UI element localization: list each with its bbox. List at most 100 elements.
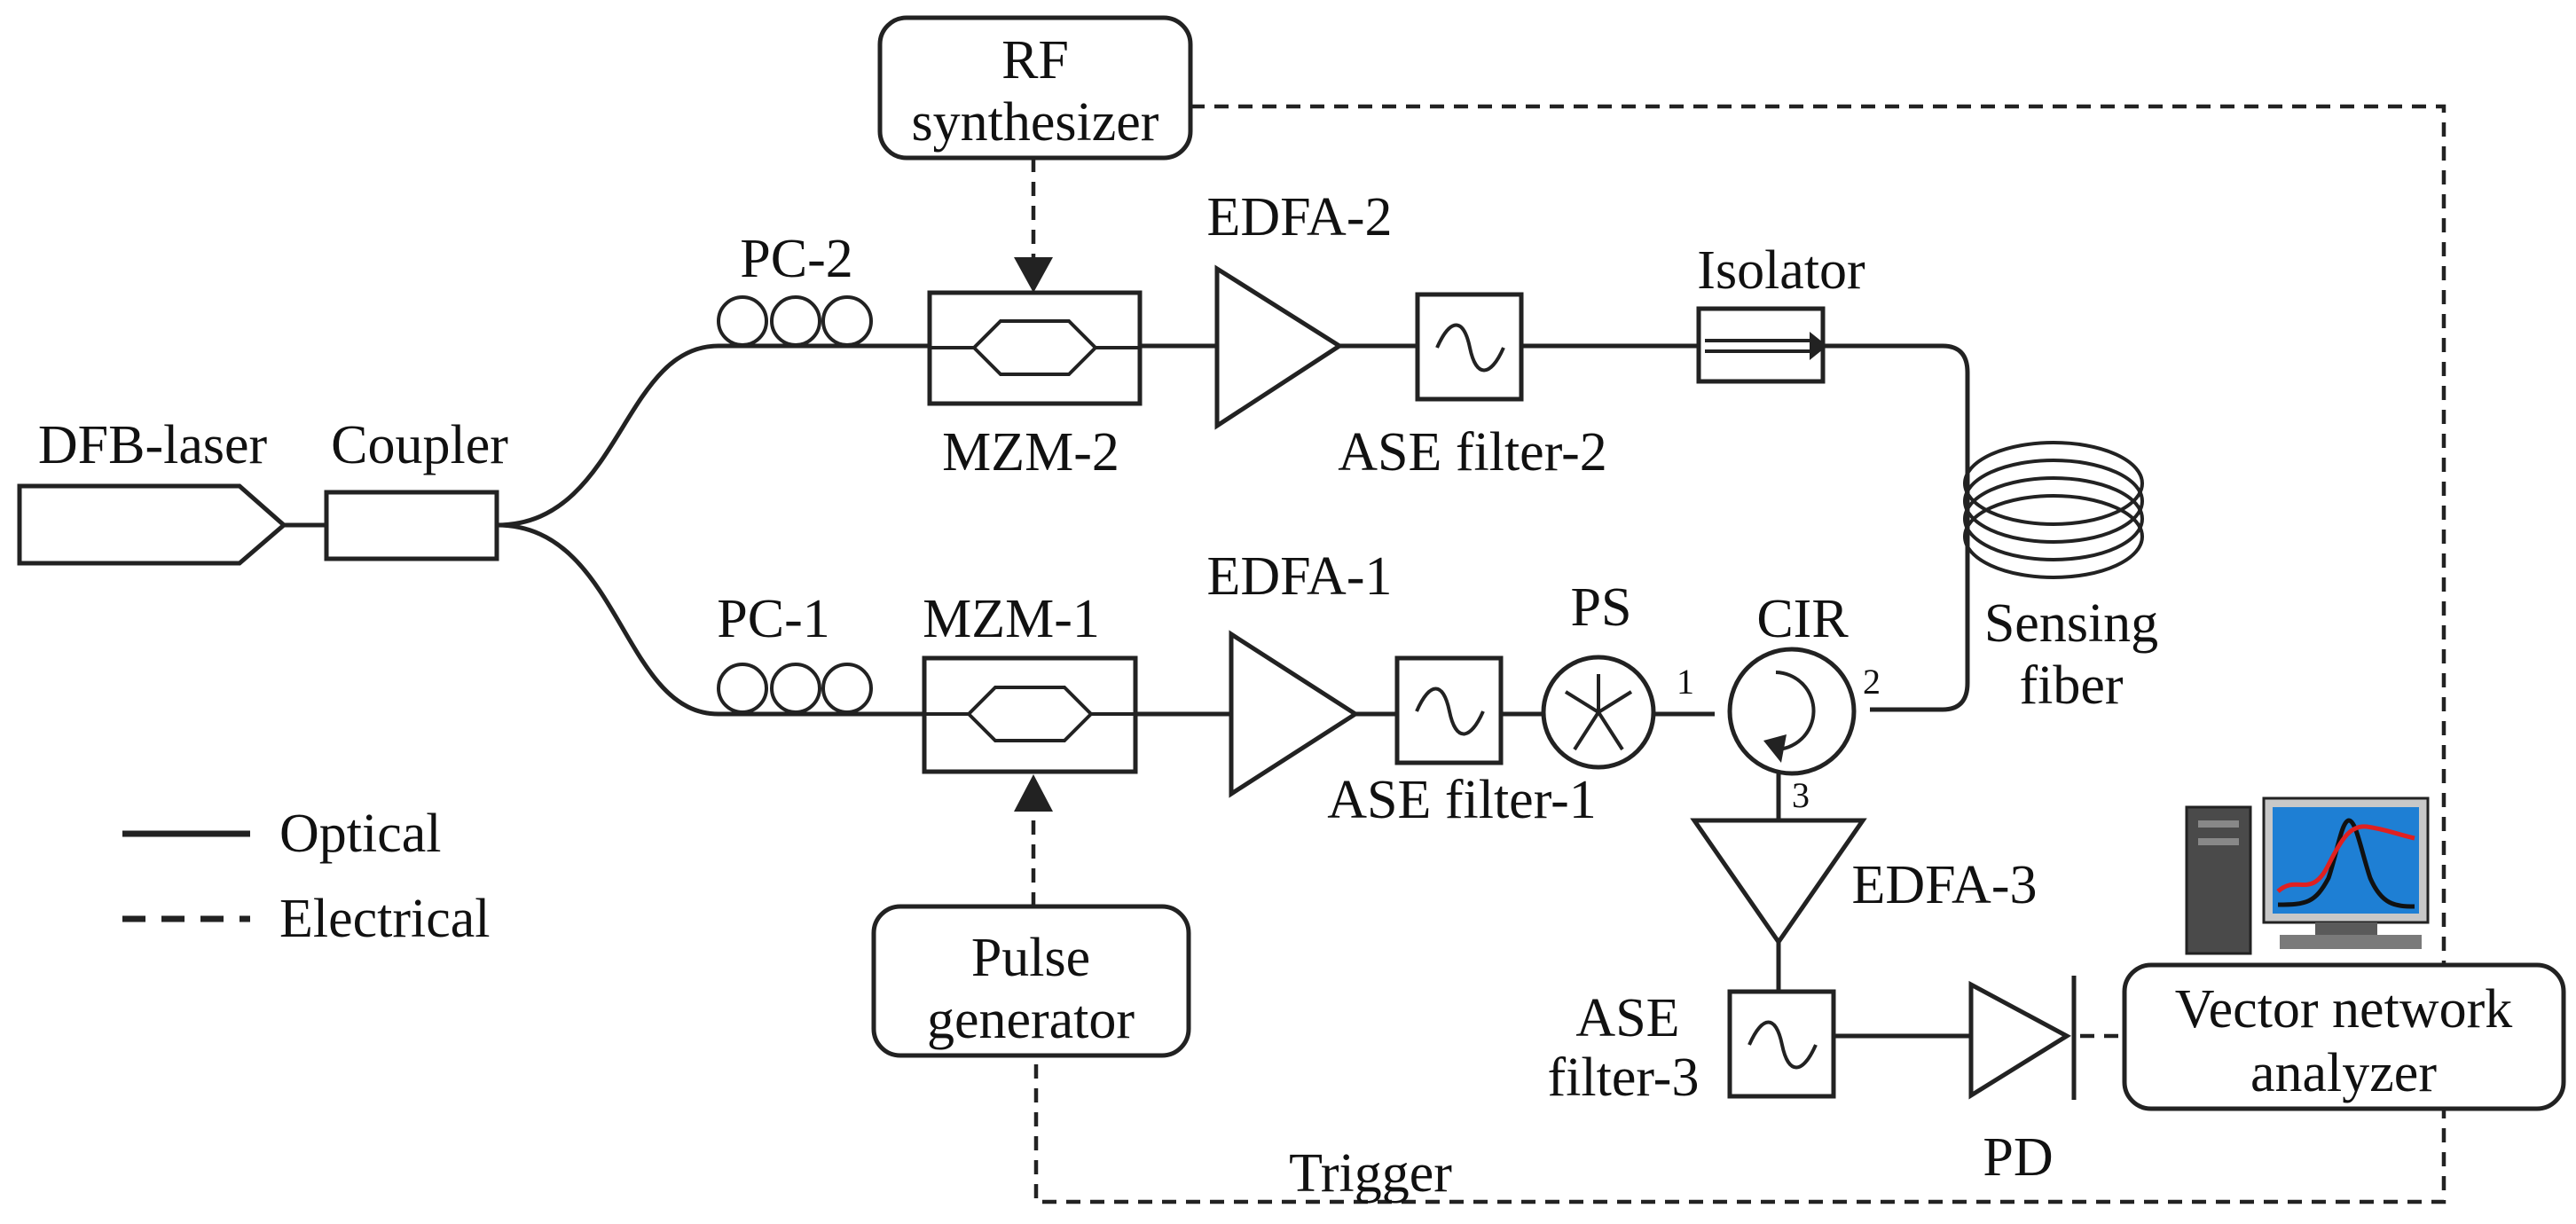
edfa2-amplifier-triangle [1214, 264, 1344, 430]
pulse-to-mzm1-arrowhead [1014, 774, 1053, 812]
ps-label: PS [1571, 577, 1632, 638]
monitor-curve-black-icon [2277, 818, 2415, 909]
electrical-connections [1014, 104, 2446, 1204]
edfa2: EDFA-2 [1207, 187, 1393, 430]
monitor-curve-red-icon [2276, 824, 2415, 893]
coupler: Coupler [324, 415, 508, 561]
ase-filter-2-wave-icon [1435, 323, 1505, 373]
vna-box [2122, 962, 2566, 1111]
vna-label-line1: Vector network [2175, 979, 2512, 1040]
monitor-stand-icon [2315, 922, 2377, 935]
legend-electrical-label: Electrical [279, 889, 491, 949]
sensing-fiber-coil-1 [1963, 441, 2144, 526]
ase-filter-3: ASE filter-3 [1548, 988, 1836, 1108]
vector-network-analyzer: Vector network analyzer [2122, 962, 2566, 1111]
circulator-label: CIR [1756, 589, 1849, 649]
computer-tower-slot-2 [2198, 838, 2239, 845]
edfa3-label: EDFA-3 [1852, 855, 2038, 915]
edfa1-label: EDFA-1 [1207, 546, 1393, 607]
pc2-loop-2 [770, 295, 821, 347]
rf-to-mzm2-arrowhead [1014, 257, 1053, 293]
upper-arm-isolator-to-fiber [1823, 343, 1970, 712]
pc2-loop-1 [717, 295, 768, 347]
circulator-port-1: 1 [1677, 662, 1694, 702]
isolator-arrow-shaft [1705, 339, 1810, 353]
rf-to-vna-line [1033, 104, 2446, 1204]
pc1-loop-2 [770, 663, 821, 714]
ase-filter-1: ASE filter-1 [1327, 655, 1597, 830]
pc1-loop-1 [717, 663, 768, 714]
pc1: PC-1 [717, 589, 873, 714]
mzm1-label: MZM-1 [923, 589, 1100, 649]
edfa1: EDFA-1 [1207, 546, 1393, 798]
circulator: CIR 1 2 3 [1677, 589, 1881, 815]
edfa1-amplifier-triangle [1229, 630, 1360, 798]
ase-filter-2: ASE filter-2 [1338, 292, 1607, 483]
computer-tower-slot [2198, 820, 2239, 828]
pd-label: PD [1983, 1127, 2053, 1188]
polarization-scrambler: PS [1541, 577, 1656, 770]
rf-synthesizer: RF synthesizer [877, 15, 1193, 161]
photodetector: PD [1968, 976, 2077, 1188]
pulse-generator-box [871, 904, 1191, 1058]
pc1-loop-3 [821, 663, 873, 714]
dfb-laser-body [17, 483, 287, 566]
trigger-label: Trigger [1289, 1143, 1452, 1204]
ase-filter-1-label: ASE filter-1 [1327, 770, 1597, 830]
legend-optical-label: Optical [279, 804, 442, 864]
pulse-generator: Pulse generator [871, 904, 1191, 1058]
circulator-arrow-icon [1763, 734, 1787, 763]
ase-filter-3-wave-icon [1747, 1020, 1818, 1070]
pc2: PC-2 [717, 229, 873, 347]
pulse-generator-label-line2: generator [927, 990, 1135, 1050]
edfa3-amplifier-triangle [1690, 818, 1867, 946]
mzm2-label: MZM-2 [942, 422, 1119, 483]
coupler-body [324, 490, 499, 561]
circulator-port-2: 2 [1863, 662, 1881, 702]
isolator: Isolator [1696, 240, 1865, 384]
dfb-laser-label: DFB-laser [38, 415, 268, 475]
sensing-fiber-coil-2 [1963, 459, 2144, 544]
mzm1-interferometer [924, 686, 1135, 742]
pc2-loop-3 [821, 295, 873, 347]
ase-filter-3-label-line2: filter-3 [1548, 1047, 1700, 1108]
vna-label-line2: analyzer [2250, 1043, 2437, 1103]
edfa3: EDFA-3 [1690, 818, 2038, 946]
rf-synthesizer-label-line1: RF [1001, 30, 1069, 90]
computer-tower-icon [2185, 805, 2252, 955]
ase-filter-2-label: ASE filter-2 [1338, 422, 1607, 483]
sensing-fiber-coil-3 [1963, 476, 2144, 561]
sensing-fiber-label-line2: fiber [2019, 655, 2123, 716]
pulse-generator-label-line1: Pulse [971, 928, 1090, 988]
mzm2-interferometer [930, 319, 1140, 376]
legend: Optical Electrical [122, 804, 491, 949]
isolator-label: Isolator [1697, 240, 1865, 301]
monitor-base-icon [2280, 935, 2422, 949]
edfa2-label: EDFA-2 [1207, 187, 1393, 247]
sensing-fiber: Sensing fiber [1963, 441, 2158, 716]
computer-icon [2185, 796, 2430, 955]
pc2-label: PC-2 [740, 229, 852, 289]
coupler-lower-branch [496, 522, 719, 717]
ase-filter-3-label-line1: ASE [1575, 988, 1679, 1048]
rf-synthesizer-box [877, 15, 1193, 161]
ase-filter-1-wave-icon [1415, 687, 1485, 736]
pc1-label: PC-1 [717, 589, 829, 649]
mzm1: MZM-1 [922, 589, 1138, 774]
sensing-fiber-label-line1: Sensing [1984, 593, 2158, 654]
ase-filter-1-box [1394, 655, 1504, 765]
dfb-laser: DFB-laser [17, 415, 287, 566]
circulator-circle [1727, 647, 1857, 776]
isolator-body [1696, 306, 1826, 384]
mzm2: MZM-2 [927, 290, 1143, 483]
circulator-port-3: 3 [1792, 775, 1810, 815]
sensing-fiber-coil-4 [1963, 494, 2144, 579]
isolator-arrow-icon [1810, 332, 1827, 360]
coupler-label: Coupler [331, 415, 508, 475]
coupler-upper-branch [496, 343, 719, 528]
ps-star-icon [1564, 674, 1633, 751]
rf-synthesizer-label-line2: synthesizer [912, 92, 1159, 153]
circulator-rotation-arc [1773, 671, 1816, 752]
pd-diode-triangle [1968, 980, 2071, 1100]
